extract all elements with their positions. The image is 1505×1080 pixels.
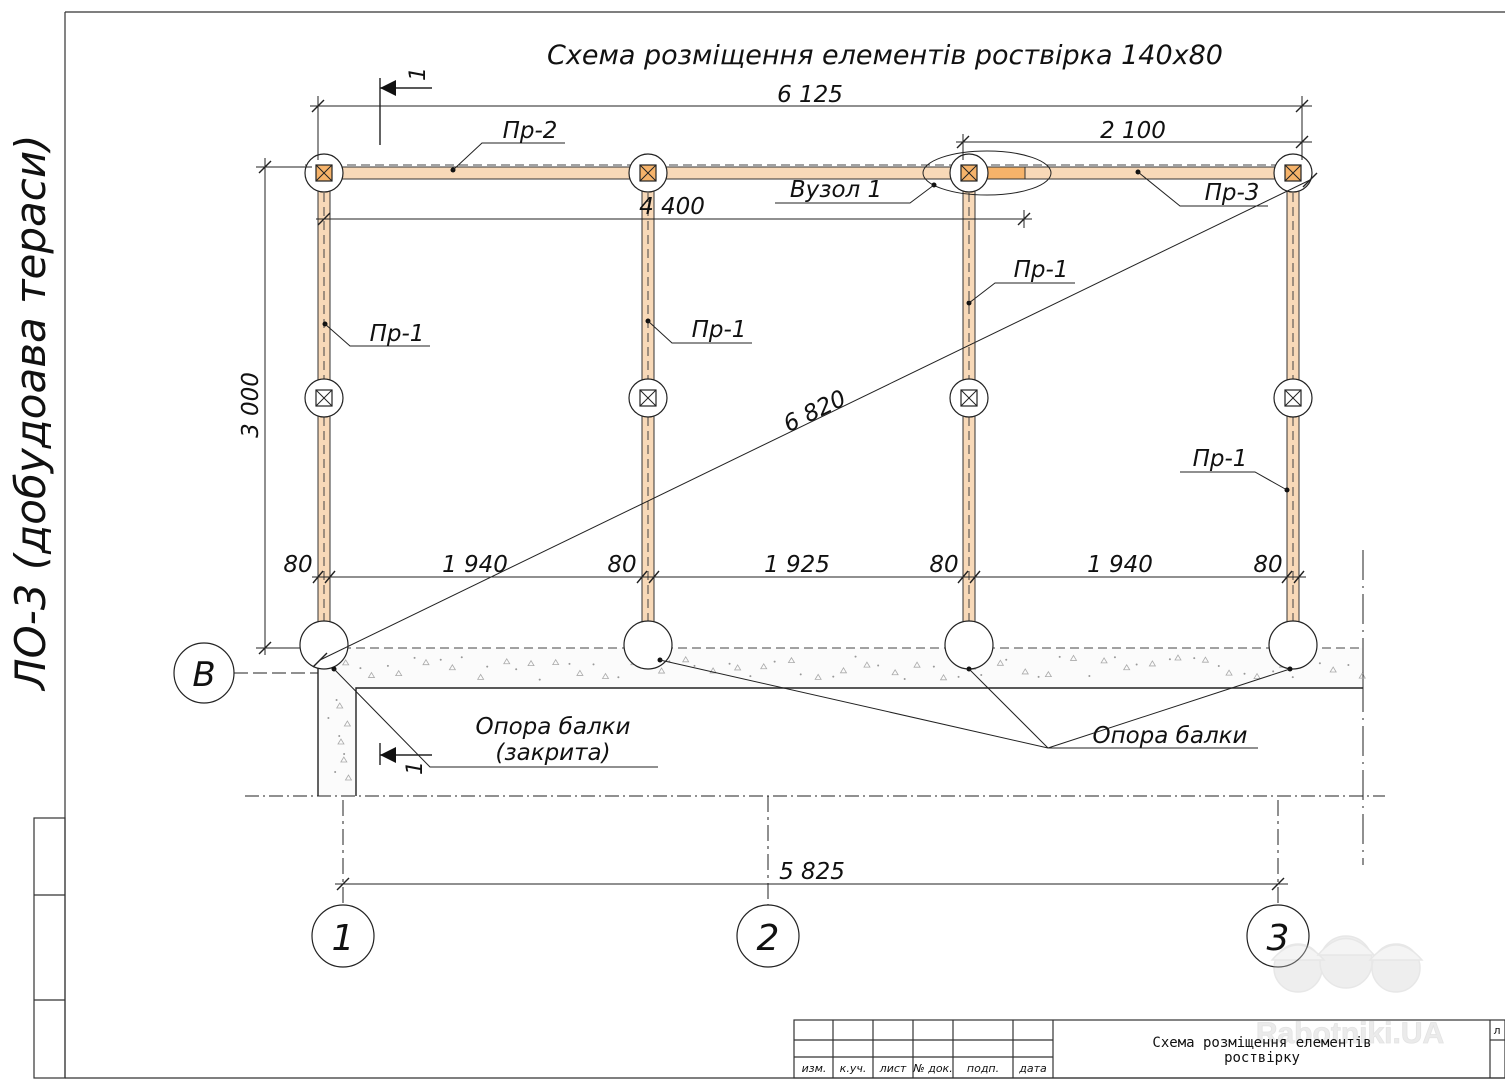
label-support-closed-2: (закрита): [495, 740, 610, 766]
dimension-bottom-gaps: 80 1 940 80 1 925 80 1 940 80: [283, 552, 1306, 584]
label-node1: Вузол 1: [790, 177, 882, 203]
tb-header-1: изм.: [802, 1062, 827, 1075]
axis-label-2: 2: [757, 918, 780, 959]
tb-header-3: лист: [879, 1062, 907, 1075]
dimension-right-span-text: 2 100: [1100, 118, 1166, 144]
axis-circle-3: [1246, 904, 1310, 968]
label-support-closed-1: Опора балки: [475, 714, 630, 740]
gap-7: 80: [1253, 552, 1282, 578]
dimension-total-top-text: 6 125: [777, 82, 843, 108]
axes-span-text: 5 825: [779, 859, 845, 885]
label-pr1-col1: Пр-1: [370, 321, 425, 347]
axis-circle-1: [311, 904, 375, 968]
dimension-height-text: 3 000: [238, 372, 264, 438]
support-circles: [299, 620, 1318, 670]
post-node: [304, 153, 344, 193]
title-block: изм. к.уч. лист № док. подп. дата Схема …: [793, 1019, 1505, 1079]
label-pr1-col4: Пр-1: [1193, 446, 1248, 472]
gap-5: 80: [929, 552, 958, 578]
diagonal-dimension: 6 820: [780, 386, 851, 438]
label-pr3: Пр-3: [1205, 180, 1260, 206]
concrete-hatch: [327, 654, 1366, 781]
section-mark-bottom-text: 1: [403, 761, 428, 775]
post-node: [304, 378, 344, 418]
tb-header-6: дата: [1018, 1062, 1047, 1075]
dimension-tick: [312, 570, 324, 584]
drawing-title: Схема розміщення елементів роствірка 140…: [547, 40, 1223, 71]
section-mark-top: 1: [379, 67, 432, 145]
dimension-tick: [636, 570, 648, 584]
label-pr1-col3: Пр-1: [1014, 257, 1069, 283]
leaders: Пр-2 Вузол 1 Пр-3 Пр-1 Пр-1 Пр-1 Пр-1 Оп…: [322, 118, 1293, 768]
axis-circle-2: [736, 904, 800, 968]
dimension-inner-span-text: 4 400: [639, 194, 705, 220]
post-node: [1273, 153, 1313, 193]
axis-label-3: 3: [1267, 918, 1290, 959]
gap-3: 80: [607, 552, 636, 578]
gap-1: 80: [283, 552, 312, 578]
post-node: [1273, 378, 1313, 418]
tb-header-4: № док.: [912, 1062, 952, 1075]
row-axis-b-text: В: [192, 655, 215, 695]
dimension-height: 3 000: [238, 158, 312, 655]
post-nodes: [304, 153, 1313, 418]
post-node: [628, 378, 668, 418]
foundation-slab: [245, 550, 1385, 865]
worker-helmets-icon: [1270, 935, 1424, 993]
post-node: [628, 153, 668, 193]
axis-label-1: 1: [332, 918, 355, 959]
dimension-tick: [1281, 570, 1293, 584]
support-circle-1: [299, 620, 349, 670]
sheet-frame: [33, 11, 1505, 1079]
support-circle-2: [623, 620, 673, 670]
gap-2: 1 940: [442, 552, 508, 578]
support-circle-4: [1268, 620, 1318, 670]
tb-corner: л: [1493, 1024, 1500, 1037]
section-mark-bottom: 1: [379, 743, 432, 775]
tb-sheet-title-1: Схема розміщення елементів: [1152, 1035, 1371, 1051]
dimension-tick: [324, 570, 336, 584]
tb-header-5: подп.: [967, 1062, 999, 1075]
diagonal-dimension-line: [319, 179, 1311, 661]
support-circle-3: [944, 620, 994, 670]
post-node: [949, 378, 989, 418]
column-axes: 5 825 1 2 3: [311, 796, 1310, 968]
dimension-inner-span: 4 400: [316, 194, 1032, 228]
section-mark-top-text: 1: [406, 67, 431, 81]
dimension-tick: [957, 570, 969, 584]
tb-header-2: к.уч.: [840, 1062, 867, 1075]
dimension-total-top: 6 125: [310, 82, 1312, 160]
side-title: ЛО-3 (добудоава тераси): [6, 134, 55, 692]
label-pr1-col2: Пр-1: [692, 317, 747, 343]
dimension-right-span: 2 100: [956, 118, 1312, 160]
dimension-tick: [1293, 570, 1305, 584]
row-axis-b: В: [173, 642, 318, 704]
watermark: Rabotniki.UA: [1255, 935, 1445, 1050]
dimension-tick: [969, 570, 981, 584]
post-node: [949, 153, 989, 193]
tb-sheet-title-2: роствірку: [1224, 1050, 1300, 1066]
label-pr2: Пр-2: [503, 118, 558, 144]
dimension-tick: [648, 570, 660, 584]
node1-ellipse: [922, 150, 1052, 196]
watermark-text: Rabotniki.UA: [1256, 1017, 1444, 1050]
gap-6: 1 940: [1087, 552, 1153, 578]
label-support-open: Опора балки: [1092, 723, 1247, 749]
gap-4: 1 925: [764, 552, 830, 578]
